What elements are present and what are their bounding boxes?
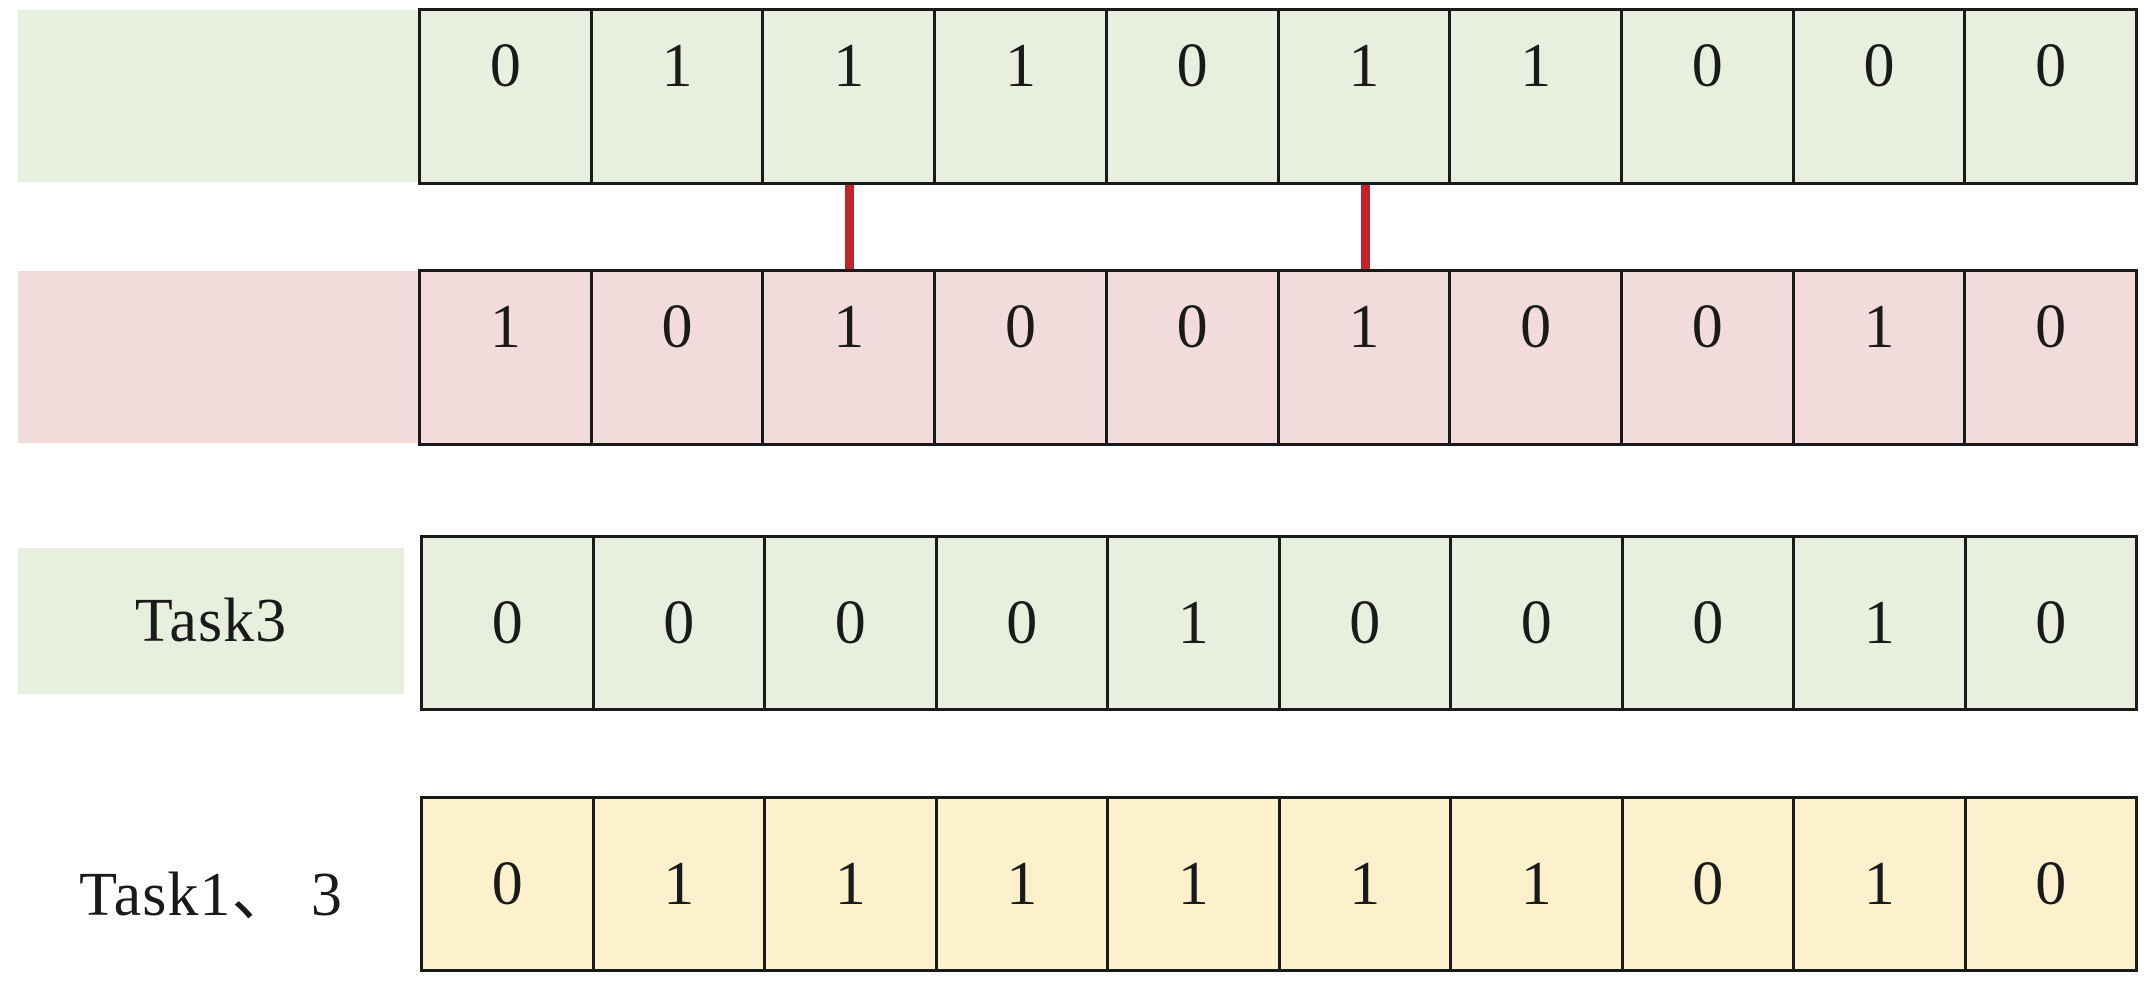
bit-cell: 1 (1791, 272, 1964, 443)
bit-cell: 0 (491, 588, 523, 657)
bit-cell: 1 (489, 293, 521, 361)
bit-cell: 0 (1963, 272, 2135, 443)
bit-cell: 1 (1276, 11, 1449, 182)
bit-cell: 0 (1963, 11, 2135, 182)
bit-cell: 1 (1792, 799, 1964, 969)
bit-cell: 0 (489, 32, 521, 100)
bit-cell: 1 (591, 799, 764, 969)
bit-cell: 1 (934, 799, 1107, 969)
bit-cell: 0 (1620, 799, 1793, 969)
bit-cell: 0 (1104, 272, 1277, 443)
bit-cell: 0 (1620, 538, 1793, 708)
bit-cell: 0 (1791, 11, 1964, 182)
bit-row-2: 1 0 1 0 0 1 0 0 1 0 (418, 269, 2138, 446)
bit-row-4: 0 1 1 1 1 1 1 0 1 0 (420, 796, 2138, 972)
bit-cell: 0 (1619, 11, 1792, 182)
bit-cell: 1 (1106, 538, 1278, 708)
row-2-label-box (18, 271, 420, 443)
bit-cell: 0 (933, 272, 1105, 443)
bit-cell: 0 (1448, 272, 1620, 443)
bit-cell: 1 (1449, 799, 1621, 969)
bit-cell: 0 (1619, 272, 1792, 443)
bit-cell: 0 (1963, 799, 2136, 969)
bit-cell: 0 (934, 538, 1107, 708)
row-3-label-box: Task3 (18, 548, 404, 694)
bit-cell: 0 (1449, 538, 1621, 708)
bit-cell: 0 (591, 538, 764, 708)
bit-cell: 0 (491, 849, 523, 918)
bit-cell: 1 (589, 11, 762, 182)
bit-cell: 0 (589, 272, 762, 443)
bit-row-1: 0 1 1 1 0 1 1 0 0 0 (418, 8, 2138, 185)
bit-cell: 0 (763, 538, 935, 708)
bit-cell: 0 (1277, 538, 1450, 708)
bit-row-3: 0 0 0 0 1 0 0 0 1 0 (420, 535, 2138, 711)
match-connector-col-3 (845, 185, 854, 271)
bit-cell: 1 (761, 272, 933, 443)
bit-cell: 1 (1448, 11, 1620, 182)
bit-cell: 1 (1792, 538, 1964, 708)
row-3-label: Task3 (134, 586, 288, 655)
bit-cell: 1 (933, 11, 1105, 182)
bit-cell: 1 (763, 799, 935, 969)
bit-cell: 1 (1106, 799, 1278, 969)
bit-cell: 1 (761, 11, 933, 182)
row-4-label-box: Task1、 3 (18, 800, 404, 976)
bit-cell: 1 (1276, 272, 1449, 443)
match-connector-col-6 (1361, 185, 1370, 271)
row-4-label: Task1、 3 (79, 861, 343, 929)
bit-cell: 0 (1963, 538, 2136, 708)
bit-cell: 0 (1104, 11, 1277, 182)
bit-cell: 1 (1277, 799, 1450, 969)
row-1-label-box (18, 10, 420, 182)
